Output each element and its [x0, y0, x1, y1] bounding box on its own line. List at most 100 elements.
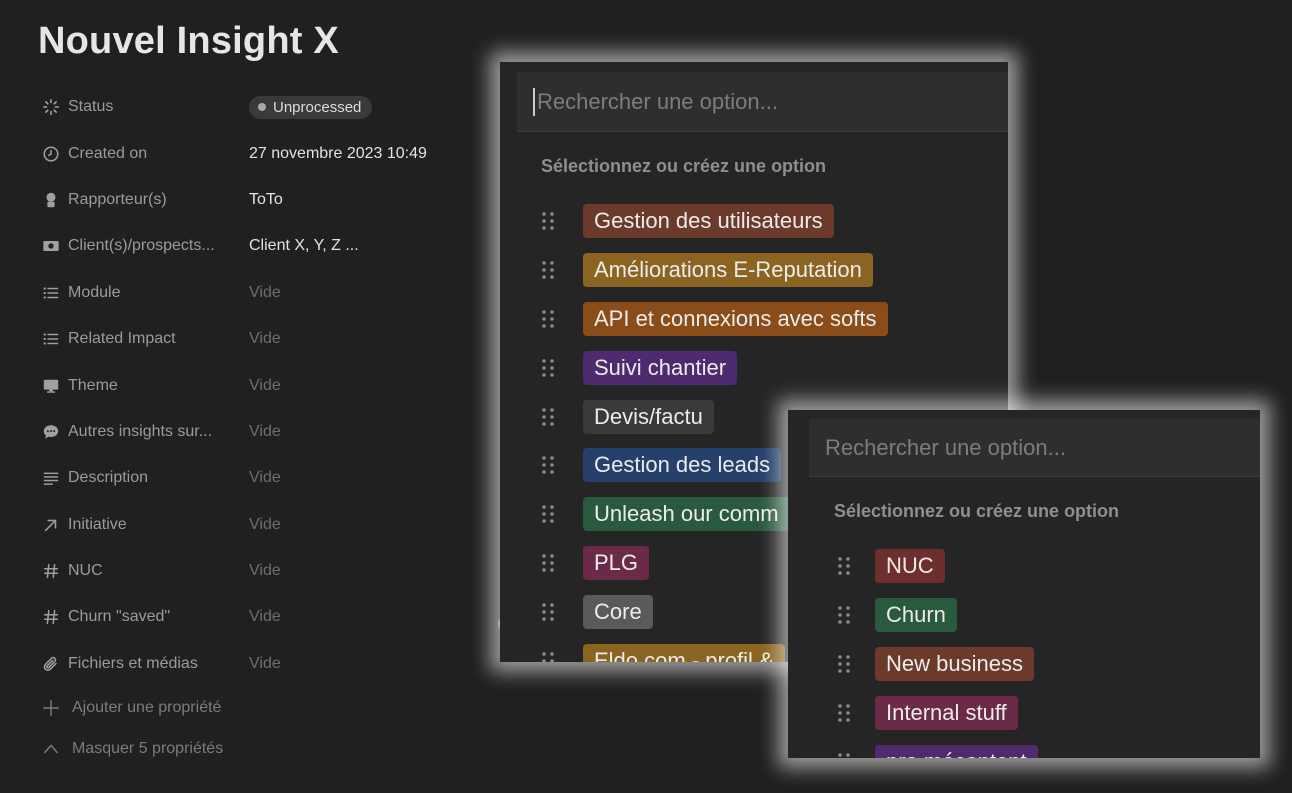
- property-value[interactable]: Client X, Y, Z ...: [249, 237, 359, 255]
- hash-icon: [40, 560, 62, 582]
- option-tag[interactable]: Devis/factu: [583, 399, 714, 434]
- option-tag[interactable]: Améliorations E-Reputation: [583, 253, 873, 288]
- property-row-nuc[interactable]: NUC Vide: [40, 548, 500, 594]
- option-tag[interactable]: Churn: [875, 598, 957, 633]
- drag-handle-icon[interactable]: [540, 650, 556, 662]
- option-tag[interactable]: PLG: [583, 545, 650, 580]
- drag-handle-icon[interactable]: [836, 702, 852, 724]
- hide-properties-button[interactable]: Masquer 5 propriétés: [40, 728, 500, 769]
- option-search-box[interactable]: [809, 419, 1260, 477]
- footer-label: Masquer 5 propriétés: [72, 739, 224, 757]
- option-item-churn[interactable]: Churn: [836, 591, 1038, 640]
- option-item-gestion-des-leads[interactable]: Gestion des leads: [540, 441, 888, 490]
- option-search-box[interactable]: [517, 72, 1008, 132]
- property-row-status[interactable]: Status Unprocessed: [40, 84, 500, 130]
- option-tag[interactable]: Suivi chantier: [583, 350, 738, 385]
- option-tag[interactable]: Core: [583, 594, 653, 629]
- option-dropdown-secondary: Sélectionnez ou créez une option NUC Chur…: [788, 410, 1260, 758]
- option-item-unleash-our-comm[interactable]: Unleash our comm: [540, 490, 888, 539]
- property-row-description[interactable]: Description Vide: [40, 455, 500, 501]
- property-label[interactable]: Initiative: [68, 515, 127, 533]
- drag-handle-icon[interactable]: [540, 503, 556, 525]
- property-value[interactable]: Vide: [249, 330, 281, 348]
- list-icon: [40, 282, 62, 304]
- drag-handle-icon[interactable]: [836, 604, 852, 626]
- property-row-rapporteur-s[interactable]: Rapporteur(s) ToTo: [40, 177, 500, 223]
- drag-handle-icon[interactable]: [540, 259, 556, 281]
- property-row-module[interactable]: Module Vide: [40, 270, 500, 316]
- paperclip-icon: [40, 653, 62, 675]
- property-row-theme[interactable]: Theme Vide: [40, 362, 500, 408]
- property-label[interactable]: Description: [68, 469, 149, 487]
- option-tag[interactable]: Eldo.com - profil &: [583, 643, 785, 662]
- drag-handle-icon[interactable]: [540, 601, 556, 623]
- option-item-gestion-des-utilisateurs[interactable]: Gestion des utilisateurs: [540, 197, 888, 246]
- property-value[interactable]: ToTo: [249, 190, 283, 208]
- property-label[interactable]: Rapporteur(s): [68, 190, 167, 208]
- property-row-client-s-prospects[interactable]: Client(s)/prospects... Client X, Y, Z ...: [40, 223, 500, 269]
- drag-handle-icon[interactable]: [836, 653, 852, 675]
- property-row-initiative[interactable]: Initiative Vide: [40, 502, 500, 548]
- option-search-input[interactable]: [825, 434, 1245, 461]
- property-value[interactable]: 27 novembre 2023 10:49: [249, 144, 427, 162]
- option-item-new-business[interactable]: New business: [836, 640, 1038, 689]
- property-row-fichiers-et-medias[interactable]: Fichiers et médias Vide: [40, 641, 500, 687]
- property-label[interactable]: Fichiers et médias: [68, 654, 198, 672]
- property-value[interactable]: Vide: [249, 283, 281, 301]
- option-tag[interactable]: Gestion des leads: [583, 448, 782, 483]
- option-tag[interactable]: New business: [875, 646, 1034, 681]
- option-item-plg[interactable]: PLG: [540, 539, 888, 588]
- drag-handle-icon[interactable]: [540, 406, 556, 428]
- option-tag[interactable]: NUC: [875, 549, 945, 584]
- property-label[interactable]: Churn "saved": [68, 608, 171, 626]
- property-row-created-on[interactable]: Created on 27 novembre 2023 10:49: [40, 130, 500, 176]
- option-search-input[interactable]: [537, 88, 957, 115]
- property-label[interactable]: Module: [68, 283, 121, 301]
- drag-handle-icon[interactable]: [540, 454, 556, 476]
- drag-handle-icon[interactable]: [836, 751, 852, 758]
- clock-icon: [40, 143, 62, 165]
- property-value[interactable]: Vide: [249, 422, 281, 440]
- option-dropdown-main: Sélectionnez ou créez une option Gestion…: [500, 62, 1008, 662]
- property-row-autres-insights-sur[interactable]: Autres insights sur... Vide: [40, 409, 500, 455]
- option-tag[interactable]: Internal stuff: [875, 695, 1018, 730]
- property-value[interactable]: Vide: [249, 608, 281, 626]
- property-value[interactable]: Vide: [249, 376, 281, 394]
- drag-handle-icon[interactable]: [540, 308, 556, 330]
- property-value[interactable]: Vide: [249, 515, 281, 533]
- property-value[interactable]: Vide: [249, 469, 281, 487]
- option-item-nuc[interactable]: NUC: [836, 542, 1038, 591]
- option-item-ameliorations-e-reputation[interactable]: Améliorations E-Reputation: [540, 246, 888, 295]
- property-value[interactable]: Vide: [249, 654, 281, 672]
- option-item-devis-factu[interactable]: Devis/factu: [540, 392, 888, 441]
- drag-handle-icon[interactable]: [540, 357, 556, 379]
- option-item-core[interactable]: Core: [540, 587, 888, 636]
- page-title: Nouvel Insight X: [38, 20, 339, 62]
- option-tag[interactable]: API et connexions avec softs: [583, 301, 888, 336]
- option-tag[interactable]: pro mécontent: [875, 744, 1038, 758]
- property-row-churn-saved[interactable]: Churn "saved" Vide: [40, 594, 500, 640]
- property-value[interactable]: Vide: [249, 562, 281, 580]
- option-list-heading: Sélectionnez ou créez une option: [834, 501, 1120, 521]
- property-row-related-impact[interactable]: Related Impact Vide: [40, 316, 500, 362]
- property-label[interactable]: Theme: [68, 376, 118, 394]
- property-label[interactable]: Related Impact: [68, 330, 176, 348]
- property-label[interactable]: Autres insights sur...: [68, 422, 213, 440]
- drag-handle-icon[interactable]: [540, 210, 556, 232]
- option-tag[interactable]: Unleash our comm: [583, 497, 790, 532]
- option-item-pro-mecontent[interactable]: pro mécontent: [836, 737, 1038, 758]
- option-item-internal-stuff[interactable]: Internal stuff: [836, 688, 1038, 737]
- status-badge[interactable]: Unprocessed: [249, 95, 373, 119]
- drag-handle-icon[interactable]: [540, 552, 556, 574]
- property-label[interactable]: Client(s)/prospects...: [68, 237, 215, 255]
- option-item-api-et-connexions-avec-softs[interactable]: API et connexions avec softs: [540, 295, 888, 344]
- property-label[interactable]: Status: [68, 98, 114, 116]
- option-item-suivi-chantier[interactable]: Suivi chantier: [540, 343, 888, 392]
- drag-handle-icon[interactable]: [836, 555, 852, 577]
- property-label[interactable]: Created on: [68, 144, 148, 162]
- property-label[interactable]: NUC: [68, 562, 103, 580]
- option-item-eldo-com-profil[interactable]: Eldo.com - profil &: [540, 636, 888, 662]
- option-tag[interactable]: Gestion des utilisateurs: [583, 204, 834, 239]
- add-property-button[interactable]: Ajouter une propriété: [40, 687, 500, 728]
